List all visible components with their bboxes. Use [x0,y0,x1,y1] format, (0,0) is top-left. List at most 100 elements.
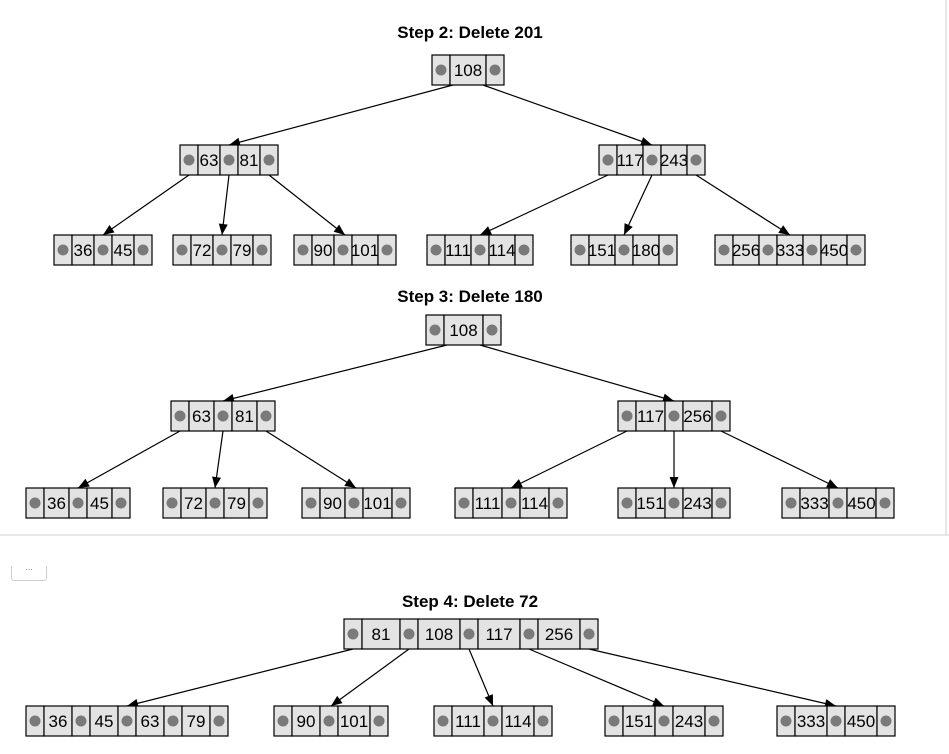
key-cell [632,234,660,266]
pointer-dot-icon [602,154,614,166]
pointer-dot-icon [690,154,702,166]
key-cell [732,234,760,266]
key-cell [501,705,535,737]
pointer-dot-icon [552,497,564,509]
key-label: 45 [114,241,133,260]
key-cell [361,618,401,650]
collapse-handle-icon[interactable]: ⋯ [11,566,47,581]
pointer-dot-icon [489,64,501,76]
pointer-dot-icon [381,244,393,256]
pointer-dot-icon [213,715,225,727]
pointer-dot-icon [518,244,530,256]
key-label: 101 [363,494,391,513]
key-label: 117 [637,407,664,426]
pointer-dot-icon [435,64,447,76]
pointer-dot-icon [176,244,188,256]
pointer-dot-icon [217,410,229,422]
key-label: 108 [425,625,453,644]
pointer-dot-icon [430,244,442,256]
key-label: 243 [675,712,703,731]
pointer-dot-icon [880,715,892,727]
arrowhead-icon [333,224,345,235]
pointer-dot-icon [850,244,862,256]
key-cell [417,618,461,650]
key-label: 36 [74,241,93,260]
key-cell [362,487,393,519]
key-cell [794,705,828,737]
key-cell [319,487,346,519]
pointer-dot-icon [487,715,499,727]
key-label: 79 [227,494,246,513]
pointer-dot-icon [209,497,221,509]
pointer-dot-icon [263,154,275,166]
key-cell [537,618,581,650]
panel-frame [0,0,949,536]
key-cell [351,234,379,266]
pointer-dot-icon [785,497,797,509]
pointer-dot-icon [662,244,674,256]
key-label: 81 [240,151,259,170]
key-label: 450 [847,494,875,513]
child-pointer-edge [77,430,181,489]
pointer-dot-icon [277,715,289,727]
child-pointer-edge [482,84,653,146]
key-cell [135,705,165,737]
pointer-dot-icon [115,497,127,509]
pointer-dot-icon [347,628,359,640]
key-cell [188,400,215,432]
arrowhead-icon [218,223,228,235]
key-label: 256 [732,241,760,260]
arrowhead-icon [778,225,790,235]
key-cell [799,487,830,519]
key-label: 111 [445,241,471,260]
pointer-dot-icon [167,715,179,727]
arrowhead-icon [484,694,493,706]
key-label: 90 [314,241,333,260]
pointer-dot-icon [57,244,69,256]
pointer-dot-icon [718,244,730,256]
key-cell [180,487,207,519]
key-label: 45 [90,494,109,513]
child-pointer-edge [588,648,837,707]
key-label: 243 [660,151,688,170]
pointer-dot-icon [668,497,680,509]
pointer-dot-icon [72,497,84,509]
key-label: 90 [323,494,342,513]
arrowhead-icon [229,137,241,147]
pointer-dot-icon [780,715,792,727]
key-label: 114 [521,494,548,513]
key-label: 101 [351,241,379,260]
pointer-dot-icon [260,410,272,422]
pointer-dot-icon [458,497,470,509]
key-label: 117 [485,625,512,644]
arrowhead-icon [511,479,523,488]
pointer-dot-icon [523,628,535,640]
key-cell [86,487,113,519]
pointer-dot-icon [429,324,441,336]
key-label: 108 [454,61,482,80]
key-label: 151 [636,494,664,513]
arrowhead-icon [480,226,492,235]
key-cell [449,54,487,86]
key-label: 111 [475,494,501,513]
child-pointer-edge [528,648,665,707]
child-pointer-edge [228,84,454,146]
arrowhead-icon [624,223,633,235]
key-label: 63 [141,712,160,731]
pointer-dot-icon [183,154,195,166]
key-cell [231,400,258,432]
pointer-dot-icon [403,628,415,640]
pointer-dot-icon [618,244,630,256]
key-label: 256 [545,625,573,644]
pointer-dot-icon [463,628,475,640]
pointer-dot-icon [297,244,309,256]
pointer-dot-icon [252,497,264,509]
arrowhead-icon [331,695,343,706]
pointer-dot-icon [715,497,727,509]
